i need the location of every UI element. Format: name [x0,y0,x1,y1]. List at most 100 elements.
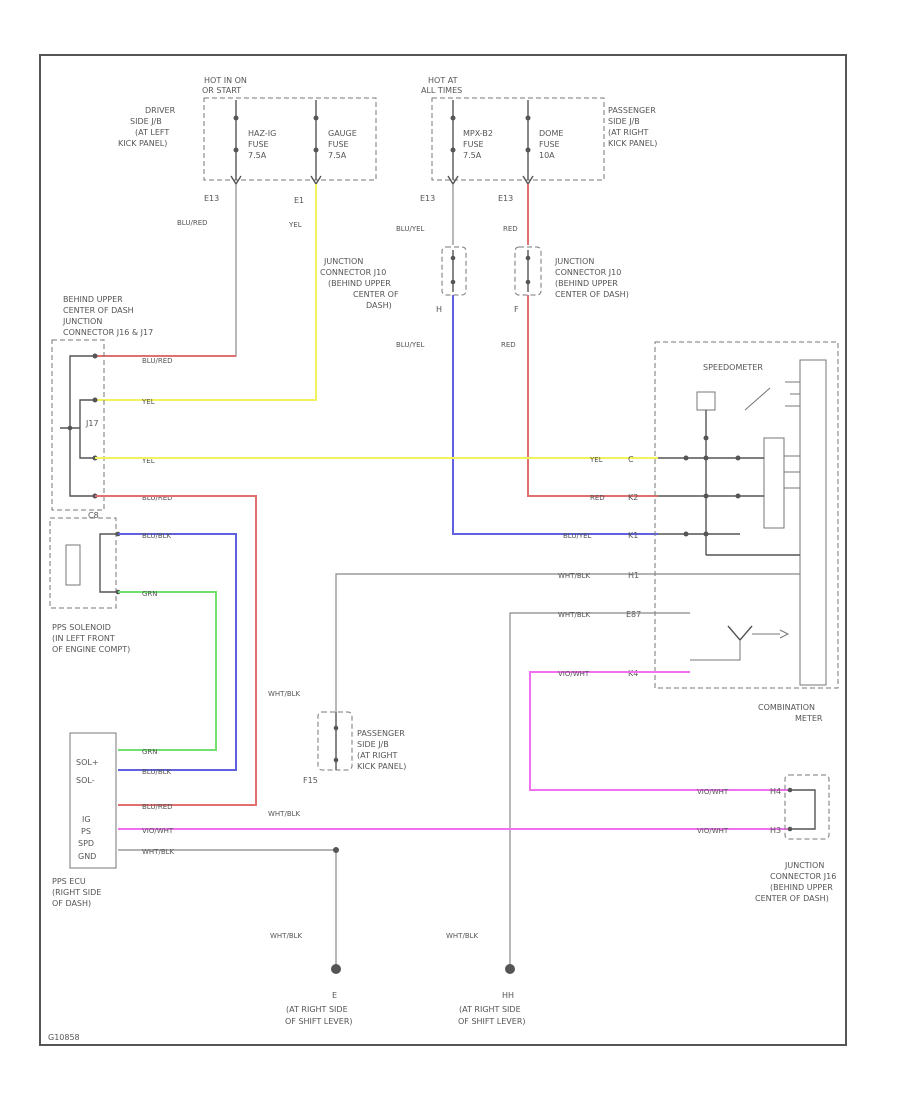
fuse-header-right-2: ALL TIMES [421,86,462,95]
meter-label-1: COMBINATION [758,703,815,712]
driver-jb-label-1: DRIVER [145,106,176,115]
ecu-outline [69,732,117,869]
driver-jb-label-2: SIDE J/B [130,117,162,126]
ground-e-label-3: OF SHIFT LEVER) [285,1017,353,1026]
label-blublk-ecu: BLU/BLK [142,768,172,776]
fuse-haz-ig-2: FUSE [248,140,269,149]
junction-j10b-label-2: CONNECTOR J10 [555,268,621,277]
junction-j10-f: JUNCTION CONNECTOR J10 (BEHIND UPPER CEN… [514,246,629,314]
label-blured-j1: BLU/RED [142,357,173,365]
fuse-haz-ig-1: HAZ-IG [248,129,276,138]
label-whtblk-m5: WHT/BLK [558,611,591,619]
label-vio-m6: VIO/WHT [558,670,590,678]
label-whtblk-side: WHT/BLK [268,810,301,818]
junction-right-label-3: (BEHIND UPPER [770,883,833,892]
label-red-meter: RED [590,494,605,502]
junction-left-label-4: CONNECTOR J16 & J17 [63,328,153,337]
ground-e-icon [331,964,341,974]
fuse-mpx-b2-2: FUSE [463,140,484,149]
speedometer-label: SPEEDOMETER [703,363,763,372]
label-red-top: RED [503,225,518,233]
junction-left-outline [51,339,105,511]
junction-j10b-label-4: CENTER OF DASH) [555,290,629,299]
wire-bluyel-meter [452,295,658,535]
junction-j10-label-3: (BEHIND UPPER [328,279,391,288]
junction-j10b-label-3: (BEHIND UPPER [555,279,618,288]
junction-left-label-1: BEHIND UPPER [63,295,123,304]
ecu-pin-spd: SPD [78,839,94,848]
label-blured-top: BLU/RED [177,219,208,227]
driver-jb-label-3: (AT LEFT [135,128,169,137]
wire-blured-ecu [95,495,257,806]
label-bluyel-mid: BLU/YEL [396,341,425,349]
driver-jb-label-4: KICK PANEL) [118,139,167,148]
label-whtblk-ecu: WHT/BLK [142,848,175,856]
meter-pin-k2: K2 [628,493,638,502]
ground-hh-label-1: HH [502,991,514,1000]
junction-j10-label-5: DASH) [366,301,392,310]
label-blured-ecu: BLU/RED [142,803,173,811]
fuse-dome-2: FUSE [539,140,560,149]
label-yel-j2: YEL [141,398,155,406]
junction-j10-label-4: CENTER OF [353,290,399,299]
label-grn-sol: GRN [142,590,158,598]
passenger-jb-label-1: PASSENGER [608,106,656,115]
label-whtblk-gnd2: WHT/BLK [446,932,479,940]
ecu-pin-ig: IG [82,815,91,824]
meter-pin-e87: E87 [626,610,641,619]
label-vio-jr1: VIO/WHT [697,788,729,796]
solenoid-label-1: PPS SOLENOID [52,623,111,632]
label-whtblk-m4: WHT/BLK [558,572,591,580]
ecu-pin-gnd: GND [78,852,96,861]
wire-grn-sol [118,591,217,751]
wire-yel-upper [95,184,317,401]
solenoid-label-3: OF ENGINE COMPT) [52,645,130,654]
junction-j17-label: J17 [85,419,99,428]
ground-e: WHT/BLK E (AT RIGHT SIDE OF SHIFT LEVER) [270,932,353,1026]
ecu-pin-solminus: SOL- [76,776,95,785]
label-red-mid: RED [501,341,516,349]
meter-outline [654,341,839,689]
ground-hh-icon [505,964,515,974]
label-whtblk-gnd1: WHT/BLK [270,932,303,940]
wire-whtblk-e87 [509,612,690,965]
wire-whtblk-gnd [118,849,337,965]
fuse-box-driver: HOT IN ON OR START DRIVER SIDE J/B (AT L… [118,76,377,205]
solenoid-outline [49,517,117,609]
junction-j16-j17: BEHIND UPPER CENTER OF DASH JUNCTION CON… [51,295,153,511]
fuse-gauge-1: GAUGE [328,129,357,138]
fuse-gauge-2: FUSE [328,140,349,149]
junction-right-label-1: JUNCTION [784,861,824,870]
pps-solenoid: C8 PPS SOLENOID (IN LEFT FRONT OF ENGINE… [49,511,130,654]
junction-j10-h: JUNCTION CONNECTOR J10 (BEHIND UPPER CEN… [320,246,467,314]
meter-pin-k1: K1 [628,531,638,540]
label-bluyel-meter: BLU/YEL [563,532,592,540]
junction-j10-label-2: CONNECTOR J10 [320,268,386,277]
ground-e-label-2: (AT RIGHT SIDE [286,1005,348,1014]
pps-ecu: SOL+ SOL- IG PS SPD GND PPS ECU (RIGHT S… [52,732,117,908]
ecu-pin-solplus: SOL+ [76,758,99,767]
footer-code: G10858 [48,1033,80,1042]
fuse-header-right-1: HOT AT [428,76,458,85]
fuse-dome-3: 10A [539,151,555,160]
passenger-jb-mid-pin: F15 [303,776,318,785]
ground-hh: WHT/BLK HH (AT RIGHT SIDE OF SHIFT LEVER… [446,932,526,1026]
passenger-jb-mid-label-1: PASSENGER [357,729,405,738]
passenger-jb-label-2: SIDE J/B [608,117,640,126]
pin-e1-left: E1 [294,196,304,205]
diagram-frame [39,54,847,1046]
ecu-label-3: OF DASH) [52,899,91,908]
passenger-jb-label-4: KICK PANEL) [608,139,657,148]
passenger-jb-label-3: (AT RIGHT [608,128,649,137]
fuse-dome-1: DOME [539,129,563,138]
junction-right-label-2: CONNECTOR J16 [770,872,836,881]
junction-j10-pin: H [436,305,442,314]
fuse-mpx-b2-3: 7.5A [463,151,482,160]
junction-j10b-label-1: JUNCTION [554,257,594,266]
pin-e13-right-2: E13 [498,194,513,203]
junction-left-label-3: JUNCTION [62,317,102,326]
label-vio-jr2: VIO/WHT [697,827,729,835]
junction-right-j16: H4 H3 JUNCTION CONNECTOR J16 (BEHIND UPP… [755,774,836,903]
wire-red-meter [527,295,658,497]
